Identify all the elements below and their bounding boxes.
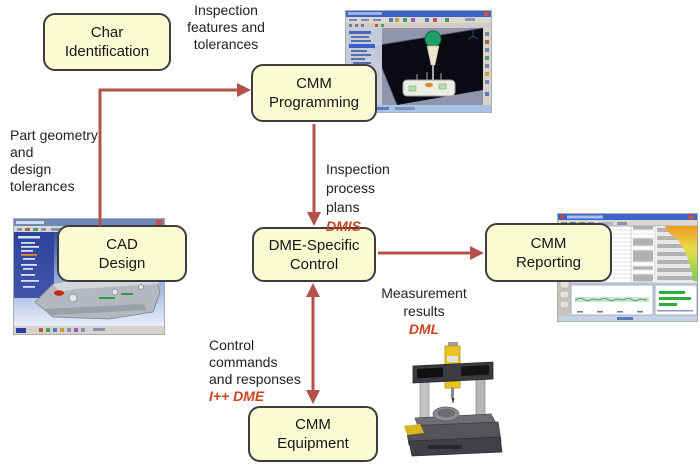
label-measurement-results: Measurement results DML: [374, 266, 474, 356]
arrow-dme-equipment-bidirectional: [306, 283, 320, 404]
cmm-machine-image: [404, 342, 503, 457]
arrow-dme-to-reporting: [378, 246, 484, 260]
arrow-programming-to-dme: [307, 124, 321, 226]
cmm-machine-photo: [398, 338, 508, 465]
box-dme-specific-control[interactable]: DME-Specific Control: [252, 227, 376, 282]
standard-dmis: DMIS: [326, 218, 361, 234]
label-control-commands: Control commands and responses I++ DME: [209, 320, 301, 422]
label-inspection-process: Inspection process plans DMIS: [326, 141, 390, 255]
label-inspection-process-text: Inspection process plans: [326, 161, 390, 215]
box-cmm-programming[interactable]: CMM Programming: [251, 64, 377, 122]
cmm-probe-graphic: [424, 30, 442, 80]
box-cad-design[interactable]: CAD Design: [57, 225, 187, 282]
cmm-programming-screenshot: [344, 9, 493, 118]
label-measurement-results-text: Measurement results: [381, 285, 467, 319]
box-cmm-equipment[interactable]: CMM Equipment: [248, 406, 378, 462]
box-char-identification[interactable]: Char Identification: [43, 13, 171, 71]
measured-part-graphic: [402, 72, 456, 97]
label-part-geometry: Part geometry and design tolerances: [10, 127, 98, 194]
standard-ipp-dme: I++ DME: [209, 388, 265, 404]
run-chart-graphic: [570, 284, 654, 316]
label-control-commands-text: Control commands and responses: [209, 337, 301, 387]
box-cmm-reporting[interactable]: CMM Reporting: [485, 223, 612, 282]
cad-cam-window-image: [344, 9, 493, 114]
label-inspection-features: Inspection features and tolerances: [187, 2, 265, 52]
arrow-cad-to-programming: [98, 83, 251, 226]
standard-dml: DML: [408, 321, 440, 337]
bar-chart-graphic: [654, 284, 698, 316]
